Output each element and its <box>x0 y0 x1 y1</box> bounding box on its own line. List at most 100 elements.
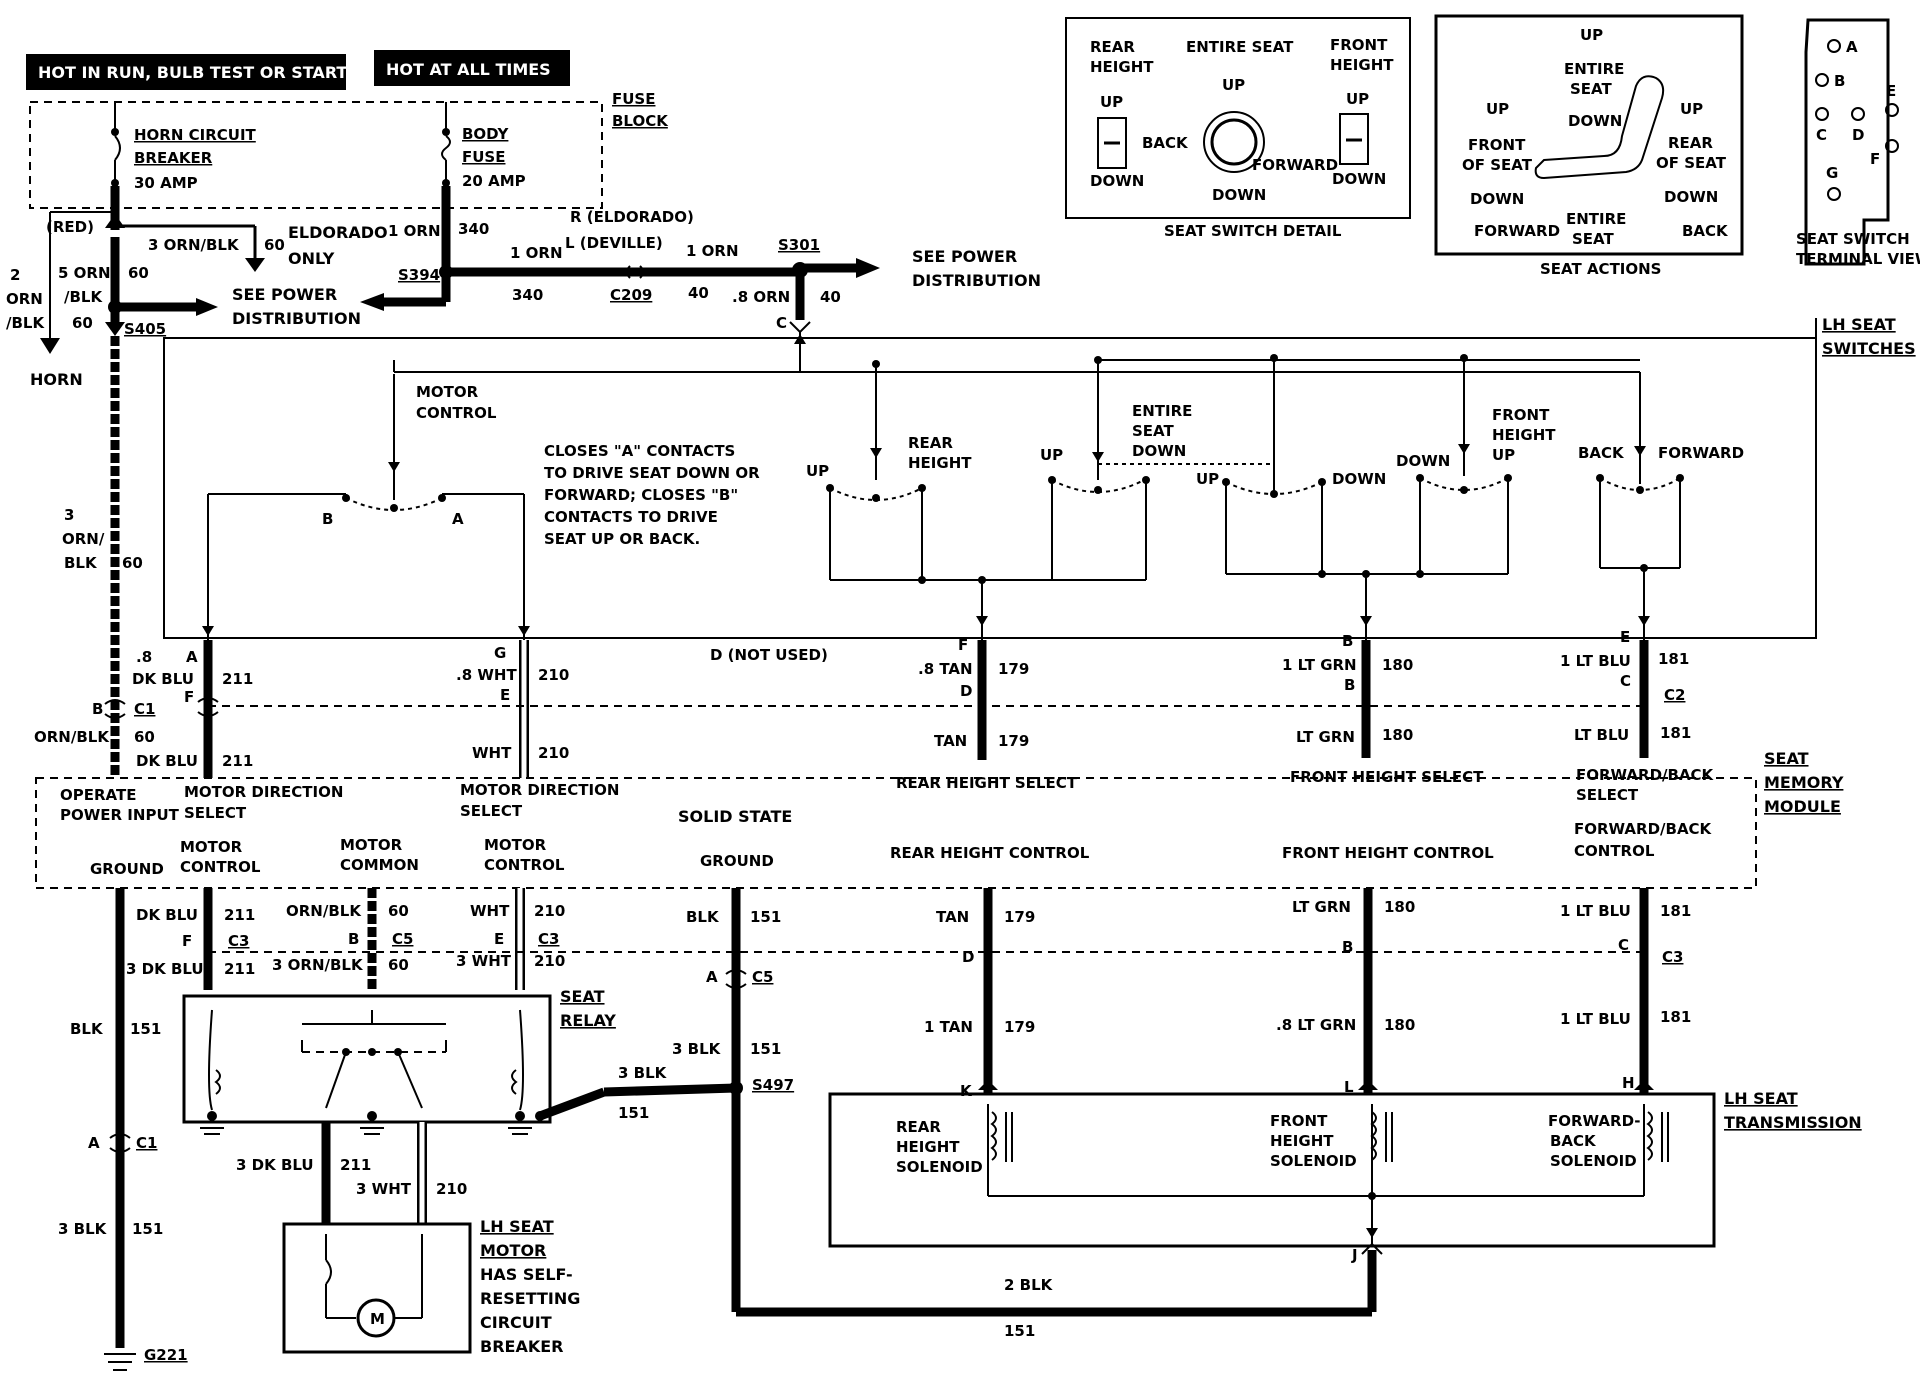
wire-wht-low: WHT <box>470 902 510 920</box>
motor-control-label-1: MOTOR <box>416 383 479 401</box>
wire-340-a: 340 <box>458 220 489 238</box>
connector-c3-a: C3 <box>228 932 249 950</box>
wire-3-wht-low: 3 WHT <box>456 952 512 970</box>
module-fb-select-1: FORWARD/BACK <box>1576 766 1715 784</box>
lh-seat-transmission: LH SEAT TRANSMISSION REAR HEIGHT SOLENOI… <box>828 1089 1862 1248</box>
wire-08-dkblu: .8 <box>136 648 152 666</box>
motor-label-4: RESETTING <box>480 1289 580 1308</box>
eldorado-only-label-1: ELDORADO <box>288 223 388 242</box>
front-height-up-3: UP <box>1492 446 1515 464</box>
see-power-distribution-2a: SEE POWER <box>912 247 1017 266</box>
motor-label-2: MOTOR <box>480 1241 546 1260</box>
hot-in-run-label: HOT IN RUN, BULB TEST OR START <box>38 63 347 82</box>
sa-up-front: UP <box>1486 100 1509 118</box>
rear-solenoid-1: REAR <box>896 1118 941 1136</box>
seat-relay-label-2: RELAY <box>560 1011 616 1030</box>
ssd-up-entire: UP <box>1222 76 1245 94</box>
wire-60-eldorado: 60 <box>264 236 285 254</box>
wire-1-lt-grn: 1 LT GRN <box>1282 656 1357 674</box>
body-fuse-label-1: BODY <box>462 125 510 143</box>
module-label-3: MODULE <box>1764 797 1841 816</box>
wire-orn-slash: ORN/ <box>62 530 105 548</box>
wire-210-low-b: 210 <box>534 952 565 970</box>
wire-210-low: 210 <box>534 902 565 920</box>
wire-lt-grn: LT GRN <box>1296 728 1355 746</box>
wire-60-b: 60 <box>128 264 149 282</box>
module-motor-ctl-1a: MOTOR <box>180 838 243 856</box>
module-fb-select-2: SELECT <box>1576 786 1639 804</box>
sa-seat-2: SEAT <box>1572 230 1614 248</box>
horn-circuit-breaker-rating: 30 AMP <box>134 174 198 192</box>
wire-179-low: 179 <box>1004 908 1035 926</box>
wire-181-a: 181 <box>1658 650 1689 668</box>
pin-b-c1: B <box>92 700 103 718</box>
front-height-up-2: HEIGHT <box>1492 426 1556 444</box>
tv-pin-b: B <box>1834 72 1845 90</box>
wire-40-a: 40 <box>688 284 709 302</box>
module-rear-select: REAR HEIGHT SELECT <box>896 774 1078 792</box>
wire-179-low-b: 179 <box>1004 1018 1035 1036</box>
wire-210-a: 210 <box>538 666 569 684</box>
wire-blk-gnd: BLK <box>70 1020 104 1038</box>
connector-c1-low: C1 <box>136 1134 157 1152</box>
wire-orn-blk-low: ORN/BLK <box>286 902 362 920</box>
note-line-4: CONTACTS TO DRIVE <box>544 508 718 526</box>
pin-f-switch: F <box>958 636 968 654</box>
pin-g-switch: G <box>494 644 506 662</box>
wire-211-low: 211 <box>224 906 255 924</box>
wire-180-low: 180 <box>1384 898 1415 916</box>
wire-2-label: 2 <box>10 266 20 284</box>
pin-j: J <box>1351 1246 1358 1264</box>
module-fb-control-2: CONTROL <box>1574 842 1655 860</box>
module-fb-control-1: FORWARD/BACK <box>1574 820 1713 838</box>
note-line-3: FORWARD; CLOSES "B" <box>544 486 738 504</box>
wire-211-a: 211 <box>222 670 253 688</box>
pin-c-c3: C <box>1618 936 1629 954</box>
tv-pin-f: F <box>1870 150 1880 168</box>
wire-151-bottom: 151 <box>1004 1322 1035 1340</box>
power-feed-wiring: 3 ORN/BLK 60 ELDORADO ONLY (RED) 2 ORN /… <box>6 186 1041 389</box>
hot-in-run-header: HOT IN RUN, BULB TEST OR START <box>26 54 347 90</box>
module-motor-dir-2b: SELECT <box>460 802 523 820</box>
wire-tan: TAN <box>934 732 967 750</box>
module-front-select: FRONT HEIGHT SELECT <box>1290 768 1484 786</box>
module-motor-common-b: COMMON <box>340 856 419 874</box>
wire-60-d: 60 <box>122 554 143 572</box>
wire-179-a: 179 <box>998 660 1029 678</box>
connector-c2: C2 <box>1664 686 1685 704</box>
pin-l: L <box>1344 1078 1354 1096</box>
front-solenoid-3: SOLENOID <box>1270 1152 1357 1170</box>
motor-label-1: LH SEAT <box>480 1217 554 1236</box>
fb-forward: FORWARD <box>1658 444 1744 462</box>
sa-down-rear: DOWN <box>1664 188 1718 206</box>
fb-back: BACK <box>1578 444 1625 462</box>
horn-circuit-breaker-label-2: BREAKER <box>134 149 213 167</box>
wire-2-blk: 2 BLK <box>1004 1276 1054 1294</box>
see-power-distribution-1a: SEE POWER <box>232 285 337 304</box>
wire-3-dk-blu: 3 DK BLU <box>126 960 204 978</box>
entire-seat-down-2: SEAT <box>1132 422 1174 440</box>
module-label-2: MEMORY <box>1764 773 1844 792</box>
ssd-down-front: DOWN <box>1332 170 1386 188</box>
sa-forward: FORWARD <box>1474 222 1560 240</box>
wire-60-low: 60 <box>388 902 409 920</box>
wire-lt-grn-low: LT GRN <box>1292 898 1351 916</box>
wire-blk-label: /BLK <box>6 314 45 332</box>
connector-c3-b: C3 <box>538 930 559 948</box>
sa-rear: REAR <box>1668 134 1713 152</box>
wire-210-motor: 210 <box>436 1180 467 1198</box>
wire-blk-module-gnd: BLK <box>686 908 720 926</box>
ssd-entire-seat: ENTIRE SEAT <box>1186 38 1294 56</box>
sa-up-rear: UP <box>1680 100 1703 118</box>
relay-to-motor-harness: 3 DK BLU 211 3 WHT 210 LH SEAT MOTOR HAS… <box>236 1122 580 1356</box>
note-line-5: SEAT UP OR BACK. <box>544 530 700 548</box>
wire-tan-low: TAN <box>936 908 969 926</box>
eldorado-only-label-2: ONLY <box>288 249 335 268</box>
wire-3-orn-blk: 3 ORN/BLK <box>148 236 240 254</box>
module-to-relay-harness: BLK 151 A C1 3 BLK 151 G221 DK BLU 211 F… <box>58 888 1644 1371</box>
wire-1-tan: 1 TAN <box>924 1018 973 1036</box>
connector-c5-b: C5 <box>752 968 773 986</box>
entire-seat-down-1: ENTIRE <box>1132 402 1192 420</box>
wire-60-low-b: 60 <box>388 956 409 974</box>
ssd-forward: FORWARD <box>1252 156 1338 174</box>
